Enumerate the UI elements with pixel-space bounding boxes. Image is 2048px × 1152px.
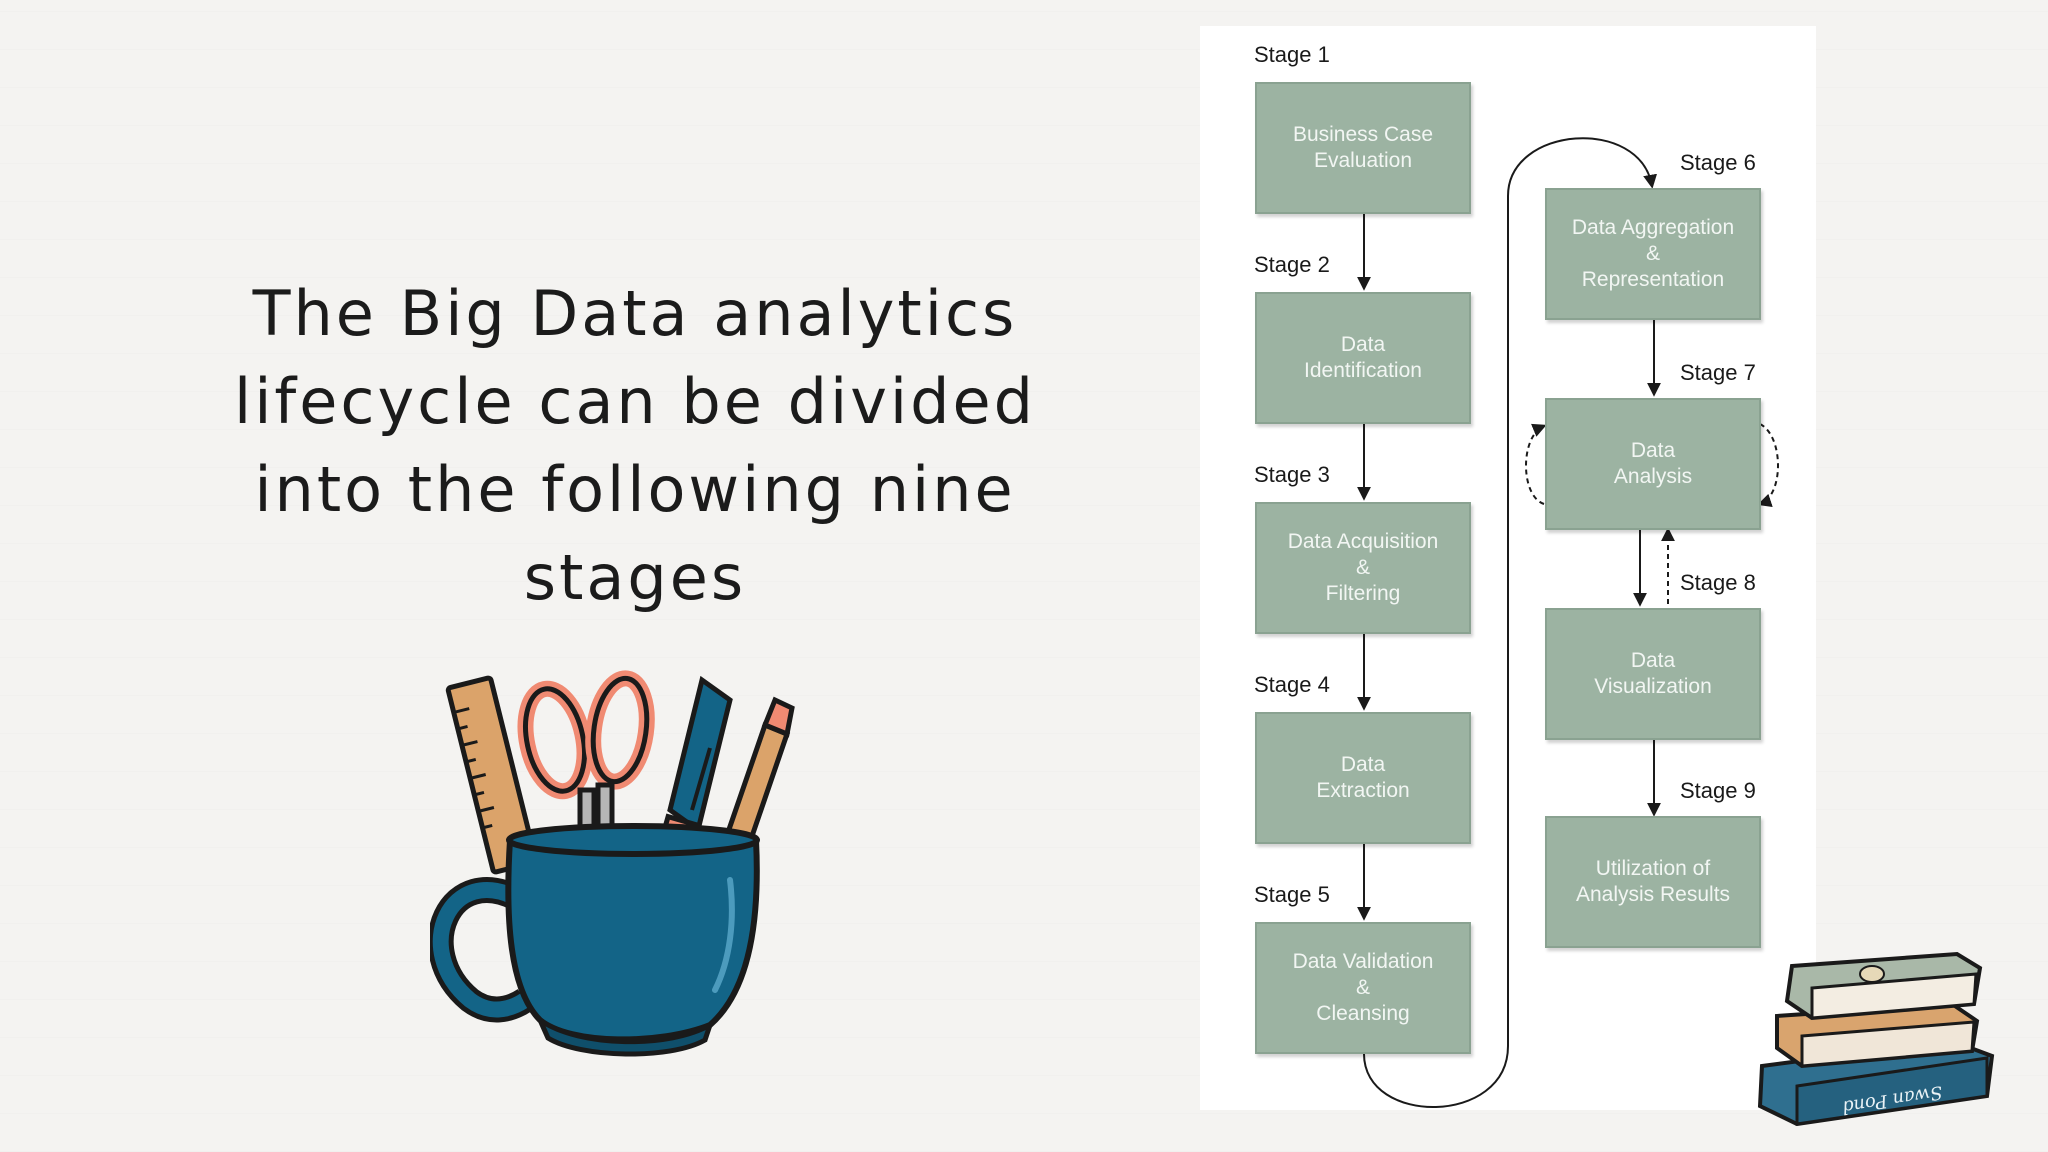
cup-icon	[430, 823, 760, 1057]
book-top-icon	[1784, 951, 1983, 1021]
stage-7-text: Data Analysis	[1613, 439, 1693, 488]
headline: The Big Data analytics lifecycle can be …	[233, 277, 1036, 614]
stage-2-box: Data Identification	[1255, 292, 1471, 424]
book-middle-icon	[1775, 1001, 1980, 1069]
stage-9-text: Utilization of Analysis Results	[1575, 857, 1731, 906]
stage-1-box: Business Case Evaluation	[1255, 82, 1471, 214]
stage-3-text: Data Acquisition & Filtering	[1287, 530, 1439, 605]
stage-8-text: Data Visualization	[1594, 649, 1712, 698]
stage-3-label: Stage 3	[1254, 462, 1330, 487]
stage-7-label: Stage 7	[1680, 360, 1756, 385]
stage-5-box: Data Validation & Cleansing	[1255, 922, 1471, 1054]
stage-2-text: Data Identification	[1304, 333, 1422, 382]
stage-7-box: Data Analysis	[1545, 398, 1761, 530]
stage-8-box: Data Visualization	[1545, 608, 1761, 740]
arrow-5-6	[1363, 137, 1657, 1108]
stage-3-box: Data Acquisition & Filtering	[1255, 502, 1471, 634]
loop-left-dashed	[1525, 423, 1547, 505]
stage-1-text: Business Case Evaluation	[1292, 123, 1434, 172]
book-stack-illustration: Swan Pond	[1757, 951, 1995, 1126]
stage-8-label: Stage 8	[1680, 570, 1756, 595]
stage-5-text: Data Validation & Cleansing	[1292, 950, 1434, 1025]
loop-right-dashed	[1757, 423, 1779, 508]
flow-connectors	[1357, 137, 1779, 1108]
stage-9-label: Stage 9	[1680, 778, 1756, 803]
stage-6-box: Data Aggregation & Representation	[1545, 188, 1761, 320]
stage-5-label: Stage 5	[1254, 882, 1330, 907]
pencil-cup-illustration	[430, 670, 795, 1057]
stage-6-label: Stage 6	[1680, 150, 1756, 175]
stage-4-label: Stage 4	[1254, 672, 1330, 697]
lifecycle-diagram: Stage 1 Business Case Evaluation Stage 2…	[1200, 26, 1816, 1110]
stage-6-text: Data Aggregation & Representation	[1571, 216, 1735, 291]
stage-1-label: Stage 1	[1254, 42, 1330, 67]
stage-9-box: Utilization of Analysis Results	[1545, 816, 1761, 948]
stage-4-box: Data Extraction	[1255, 712, 1471, 844]
stage-2-label: Stage 2	[1254, 252, 1330, 277]
stage-4-text: Data Extraction	[1316, 753, 1410, 802]
